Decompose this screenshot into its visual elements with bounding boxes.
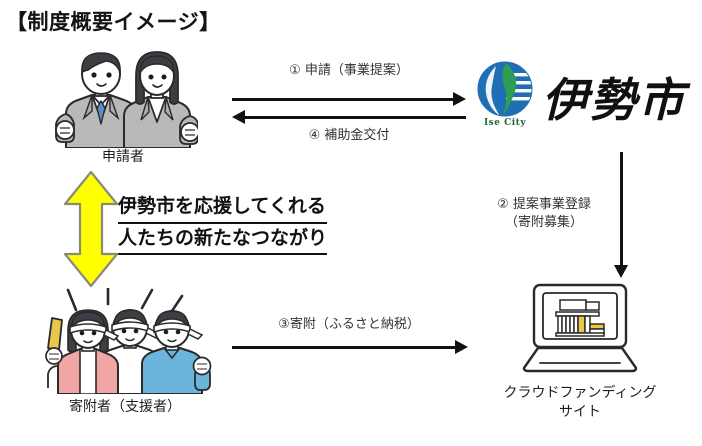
flow-register-arrow	[614, 152, 628, 278]
ise-city-wordmark: 伊勢市	[542, 73, 686, 127]
flow-apply-label: ① 申請（事業提案）	[289, 63, 409, 78]
laptop-icon	[522, 283, 638, 373]
connection-double-arrow	[60, 170, 122, 288]
connection-text: 伊勢市を応援してくれる 人たちの新たなつながり	[118, 192, 328, 255]
flow-subsidy-arrow	[232, 110, 466, 124]
flow-register-label-line1: ② 提案事業登録	[497, 197, 591, 212]
flow-donate-label: ③寄附（ふるさと納税）	[278, 317, 420, 332]
vertical-double-arrow-icon	[63, 170, 119, 288]
node-applicant-label: 申請者	[102, 149, 144, 165]
connection-text-line2: 人たちの新たなつながり	[118, 224, 328, 255]
node-crowdfunding-label-line1: クラウドファンディング	[503, 385, 657, 401]
node-applicant	[48, 48, 200, 149]
ise-city-logo-icon	[477, 61, 533, 117]
flow-register-label: ② 提案事業登録 （寄附募集）	[478, 196, 610, 232]
node-donors	[38, 286, 214, 395]
flow-register-label-line2: （寄附募集）	[504, 215, 583, 231]
flow-donate-arrow	[232, 340, 468, 354]
three-supporters-icon	[45, 286, 212, 395]
ise-city-logo-en-text: Ise City	[483, 118, 527, 128]
flow-subsidy-label: ④ 補助金交付	[308, 128, 390, 143]
two-business-people-icon	[55, 51, 200, 149]
node-crowdfunding-label: クラウドファンディング サイト	[480, 384, 680, 422]
flow-apply-arrow	[232, 92, 466, 106]
node-city: Ise City 伊勢市	[476, 58, 691, 130]
node-donors-label: 寄附者（支援者）	[69, 399, 181, 415]
node-crowdfunding-label-line2: サイト	[559, 403, 601, 420]
connection-text-line1: 伊勢市を応援してくれる	[118, 192, 328, 224]
node-crowdfunding	[516, 282, 644, 374]
page-title: 【制度概要イメージ】	[6, 10, 221, 34]
